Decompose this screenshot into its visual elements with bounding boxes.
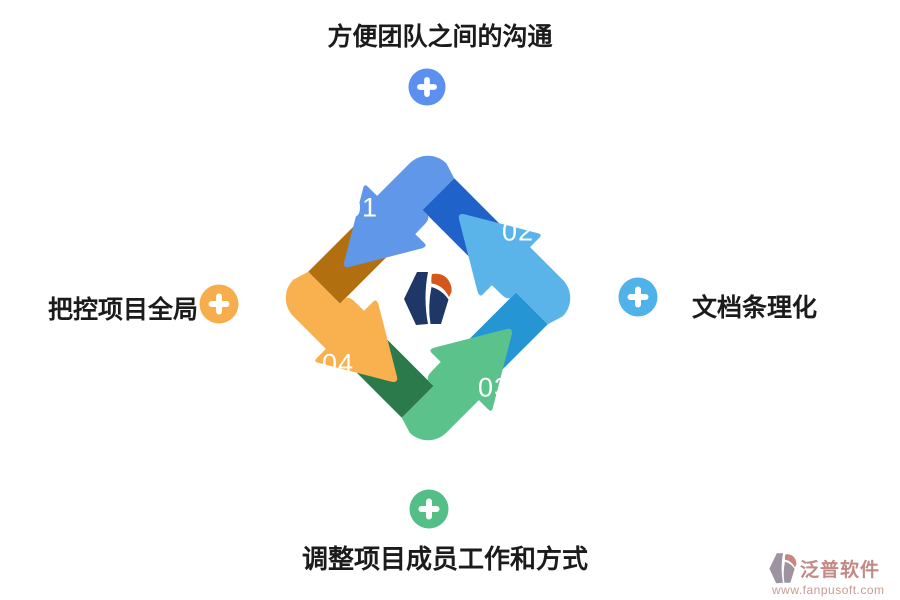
watermark-logo-icon	[769, 553, 797, 584]
fanpu-logo-icon	[404, 272, 452, 325]
plus-icon-right	[618, 277, 658, 317]
plus-icon-top	[408, 68, 446, 106]
arrow-01-head	[344, 155, 455, 268]
arrow-04-head	[285, 271, 398, 383]
step-number-03: 03	[477, 372, 511, 403]
arrow-03-head	[401, 328, 512, 441]
plus-icon-bottom	[409, 489, 449, 529]
plus-icon-left	[199, 284, 239, 324]
watermark: 泛普软件 www.fanpusoft.com	[768, 551, 898, 597]
caption-top: 方便团队之间的沟通	[327, 23, 553, 51]
watermark-brand-text: 泛普软件	[800, 559, 881, 581]
watermark-url-text: www.fanpusoft.com	[772, 583, 885, 597]
caption-right: 文档条理化	[692, 294, 818, 322]
step-number-02: 02	[501, 216, 535, 247]
caption-bottom: 调整项目成员工作和方式	[301, 544, 589, 574]
step-number-04: 04	[321, 348, 355, 379]
cycle-arrows-diagram	[285, 155, 571, 441]
step-number-01: 01	[345, 192, 379, 223]
caption-left: 把控项目全局	[48, 296, 199, 324]
arrow-02-head	[458, 213, 571, 325]
